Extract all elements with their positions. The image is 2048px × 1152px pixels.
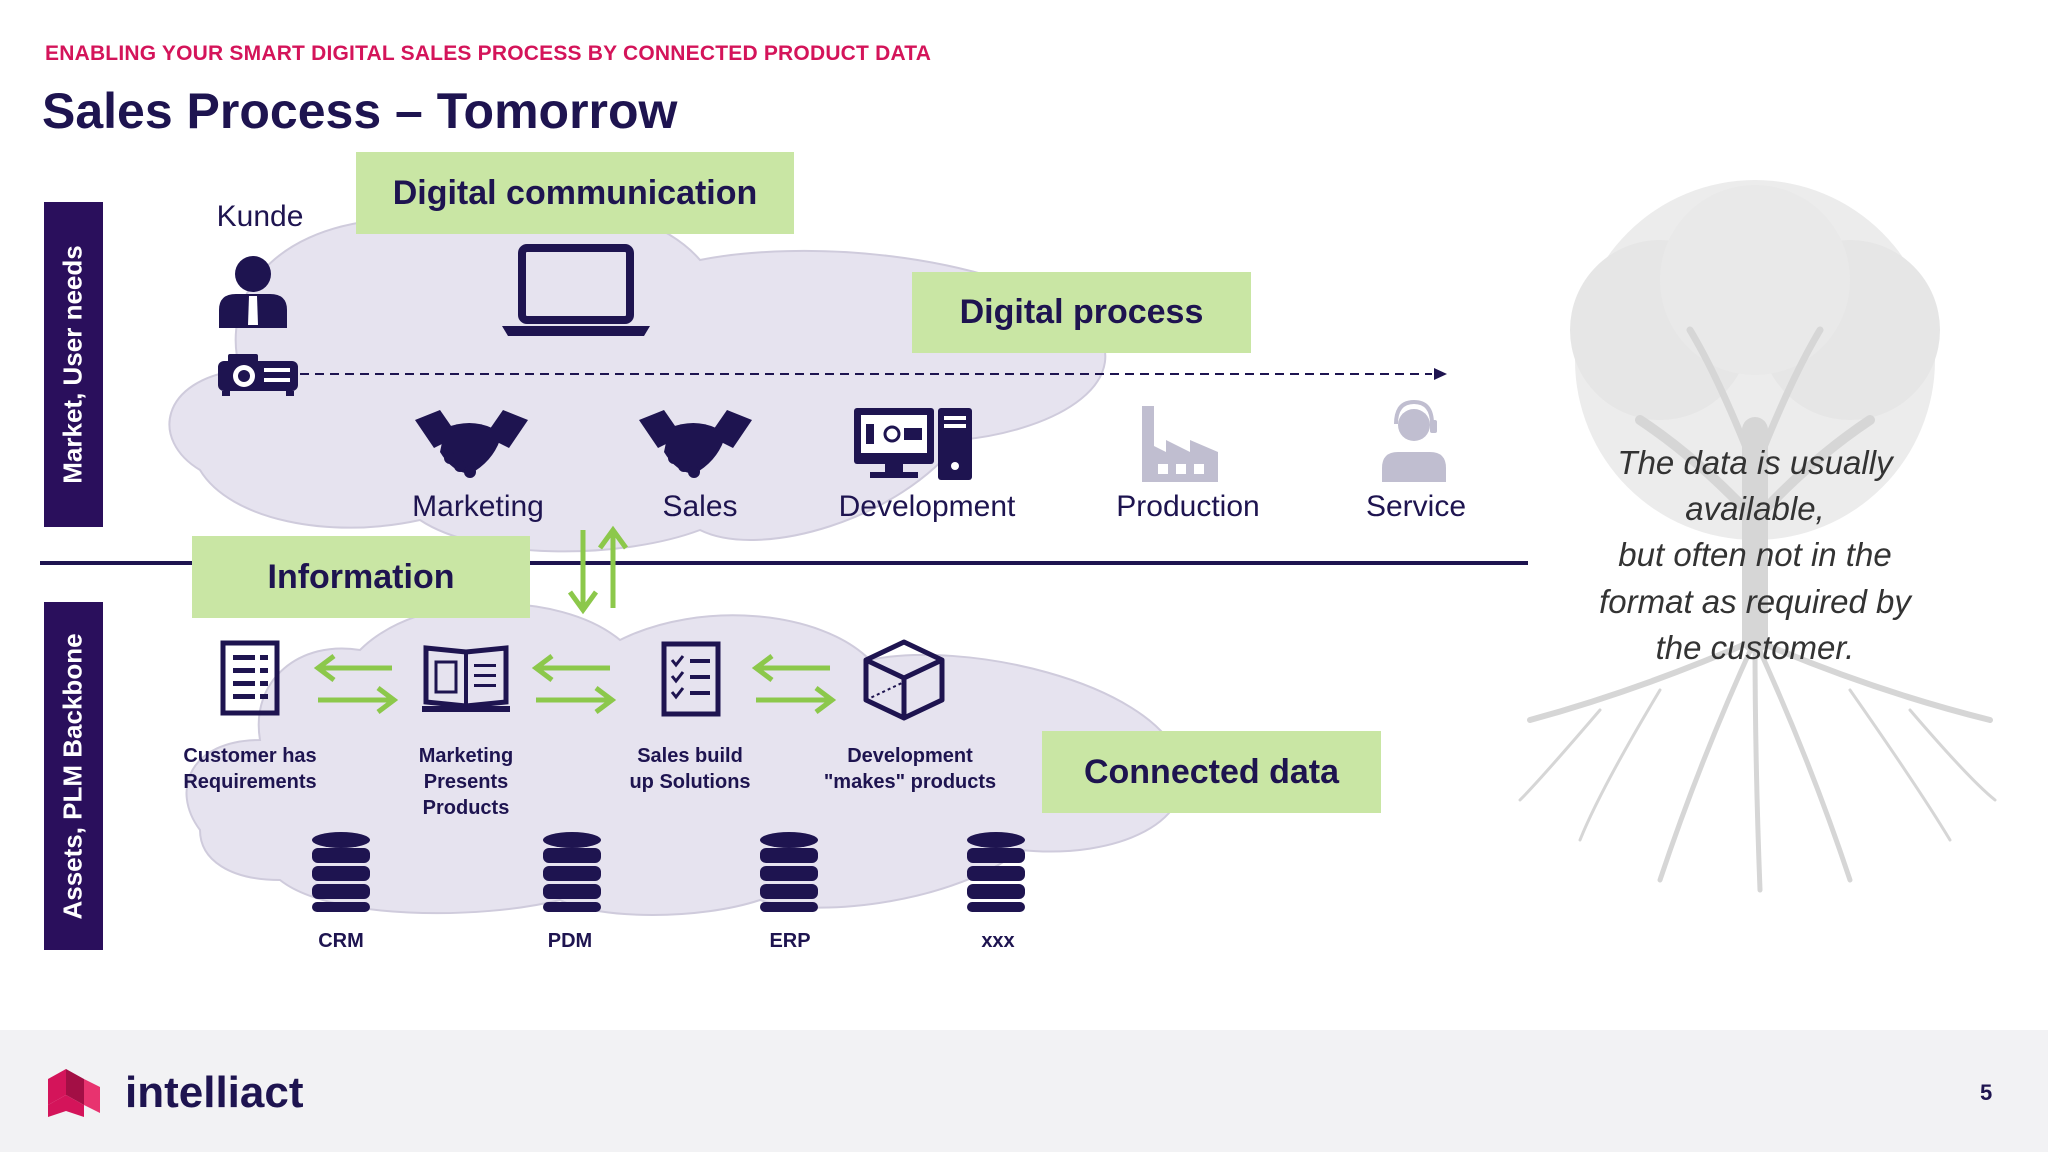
stage-label-development: Development xyxy=(838,490,1016,523)
laptop-icon xyxy=(502,244,650,336)
stage-label-production: Production xyxy=(1116,490,1260,523)
factory-icon xyxy=(1142,406,1218,482)
requirements-list-icon xyxy=(220,640,280,716)
tree-icon xyxy=(1518,180,1997,893)
stage-label-service: Service xyxy=(1365,490,1467,523)
database-label-pdm: PDM xyxy=(547,930,593,952)
database-label-xxx: xxx xyxy=(981,930,1015,952)
quote-text: The data is usually available, but often… xyxy=(1599,444,1911,666)
computer-icon xyxy=(854,408,972,480)
database-icon-xxx xyxy=(967,832,1025,912)
exchange-arrows-3 xyxy=(751,654,837,714)
side-label-market: Market, User needs xyxy=(44,202,103,527)
box-digital-communication: Digital communication xyxy=(356,152,794,234)
activity-label-marketing: Marketing Presents Products xyxy=(418,745,514,819)
database-label-erp: ERP xyxy=(769,930,811,952)
database-label-crm: CRM xyxy=(318,930,364,952)
side-label-assets: Assets, PLM Backbone xyxy=(44,602,103,950)
footer-bar xyxy=(0,1030,2048,1152)
side-label-assets-text: Assets, PLM Backbone xyxy=(58,632,88,920)
box-connected-data: Connected data xyxy=(1042,731,1381,813)
box-information: Information xyxy=(192,536,530,618)
side-label-market-text: Market, User needs xyxy=(58,245,89,484)
handshake-icon-sales xyxy=(639,410,752,478)
exchange-arrows-2 xyxy=(531,654,617,714)
intelliact-logo-icon xyxy=(48,1069,100,1117)
exchange-arrows-1 xyxy=(313,654,399,714)
customer-label: Kunde xyxy=(216,200,304,233)
exchange-arrows-vertical xyxy=(567,525,629,615)
slide-title: Sales Process – Tomorrow xyxy=(42,83,678,139)
activity-label-development: Development "makes" products xyxy=(823,745,997,793)
stage-label-marketing: Marketing xyxy=(412,490,544,523)
cube-icon xyxy=(863,639,945,721)
brand-name: intelliact xyxy=(125,1068,304,1117)
person-icon xyxy=(219,256,287,328)
headset-agent-icon xyxy=(1382,399,1446,482)
catalog-book-icon xyxy=(422,645,510,712)
stage-label-sales: Sales xyxy=(662,490,738,523)
handshake-icon-marketing xyxy=(415,410,528,478)
checklist-icon xyxy=(661,641,721,717)
page-number: 5 xyxy=(1980,1080,1993,1105)
process-arrow-head xyxy=(1434,368,1447,380)
activity-label-sales: Sales build up Solutions xyxy=(629,745,751,793)
box-digital-process: Digital process xyxy=(912,272,1251,353)
database-icon-crm xyxy=(312,832,370,912)
slide-kicker: ENABLING YOUR SMART DIGITAL SALES PROCES… xyxy=(45,42,932,65)
database-icon-erp xyxy=(760,832,818,912)
activity-label-requirements: Customer has Requirements xyxy=(183,745,317,793)
projector-icon xyxy=(218,354,298,396)
database-icon-pdm xyxy=(543,832,601,912)
